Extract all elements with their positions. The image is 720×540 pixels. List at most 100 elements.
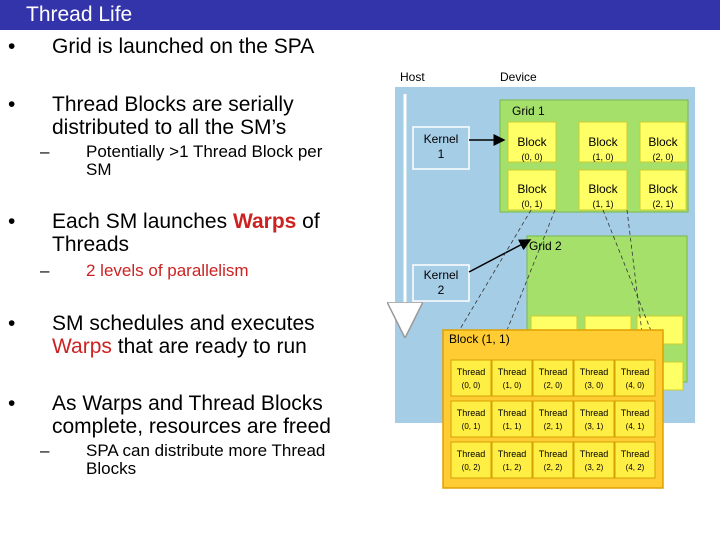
- dash-marker: –: [40, 142, 50, 161]
- thread-coord: (0, 0): [462, 381, 481, 390]
- block-label: Block: [648, 135, 678, 149]
- thread-coord: (1, 1): [503, 422, 522, 431]
- thread-label: Thread: [621, 367, 650, 377]
- thread-coord: (0, 1): [462, 422, 481, 431]
- block-coord: (1, 0): [592, 152, 613, 162]
- block-label: Block: [517, 135, 547, 149]
- block-coord: (2, 1): [652, 199, 673, 209]
- kernel-2-label-line2: 2: [438, 283, 445, 297]
- title-bar: [0, 0, 720, 30]
- device-label: Device: [500, 70, 537, 84]
- thread-label: Thread: [580, 449, 609, 459]
- thread-label: Thread: [457, 367, 486, 377]
- thread-label: Thread: [580, 408, 609, 418]
- bullet-4-line-2: Warps that are ready to run: [52, 335, 307, 358]
- thread-label: Thread: [498, 367, 527, 377]
- thread-coord: (2, 2): [544, 463, 563, 472]
- thread-cell: [491, 359, 533, 397]
- block-coord: (0, 0): [521, 152, 542, 162]
- thread-label: Thread: [621, 408, 650, 418]
- bullet-marker: •: [8, 210, 16, 233]
- thread-coord: (0, 2): [462, 463, 481, 472]
- grid1-block-0-0: [507, 121, 557, 163]
- thread-cell: [614, 400, 656, 438]
- thread-coord: (2, 1): [544, 422, 563, 431]
- bullet-4-line-1: SM schedules and executes: [52, 312, 315, 335]
- thread-cell: [450, 359, 492, 397]
- kernel-1-box: [412, 126, 470, 170]
- bullet-1-text: Grid is launched on the SPA: [52, 35, 315, 58]
- bullet-3-pre: Each SM launches: [52, 210, 233, 233]
- kernel-2-box: [412, 264, 470, 302]
- thread-cell: [491, 400, 533, 438]
- thread-coord: (4, 1): [626, 422, 645, 431]
- sub-bullet-5a-line-1: SPA can distribute more Thread: [86, 441, 326, 460]
- thread-coord: (2, 0): [544, 381, 563, 390]
- kernel-2-arrow: [468, 239, 532, 273]
- sub-bullet-2a-line-1: Potentially >1 Thread Block per: [86, 142, 323, 161]
- thread-grid: Thread(0, 0)Thread(1, 0)Thread(2, 0)Thre…: [450, 359, 656, 479]
- thread-label: Thread: [498, 449, 527, 459]
- thread-coord: (4, 0): [626, 381, 645, 390]
- grid-1-label: Grid 1: [512, 104, 545, 118]
- thread-label: Thread: [539, 408, 568, 418]
- block-label: Block: [648, 182, 678, 196]
- bullet-marker: •: [8, 392, 16, 415]
- thread-coord: (3, 1): [585, 422, 604, 431]
- grid1-block-1-1: [578, 169, 628, 211]
- grid-1-blocks: Block (0, 0) Block (1, 0) Block (2, 0) B…: [507, 121, 687, 211]
- bullet-5-line-2: complete, resources are freed: [52, 415, 331, 438]
- thread-cell: [614, 359, 656, 397]
- thread-label: Thread: [457, 408, 486, 418]
- thread-cell: [532, 400, 574, 438]
- bullet-4-post: that are ready to run: [111, 335, 307, 358]
- thread-coord: (1, 2): [503, 463, 522, 472]
- block-label: Block: [588, 135, 618, 149]
- thread-label: Thread: [498, 408, 527, 418]
- block-detail-label: Block (1, 1): [449, 332, 510, 346]
- thread-label: Thread: [580, 367, 609, 377]
- thread-label: Thread: [621, 449, 650, 459]
- block-label: Block: [517, 182, 547, 196]
- thread-coord: (3, 2): [585, 463, 604, 472]
- block-label: Block: [588, 182, 618, 196]
- block-coord: (0, 1): [521, 199, 542, 209]
- thread-coord: (4, 2): [626, 463, 645, 472]
- bullet-3-line-1: Each SM launches Warps of: [52, 210, 320, 233]
- grid1-block-2-0: [639, 121, 687, 163]
- thread-cell: [573, 441, 615, 479]
- bullet-2-line-2: distributed to all the SM’s: [52, 116, 287, 139]
- kernel-1-label-line1: Kernel: [424, 132, 459, 146]
- thread-cell: [573, 359, 615, 397]
- sub-bullet-2a-line-2: SM: [86, 160, 112, 179]
- thread-cell: [573, 400, 615, 438]
- thread-label: Thread: [457, 449, 486, 459]
- block-coord: (1, 1): [592, 199, 613, 209]
- bullet-marker: •: [8, 312, 16, 335]
- host-label: Host: [400, 70, 425, 84]
- grid-2-label: Grid 2: [529, 239, 562, 253]
- sub-bullet-5a-line-2: Blocks: [86, 459, 137, 478]
- slide-title: Thread Life: [26, 3, 133, 26]
- thread-cell: [532, 441, 574, 479]
- warps-highlight: Warps: [52, 335, 112, 358]
- bullet-3-post: of: [296, 210, 320, 233]
- block-coord: (2, 0): [652, 152, 673, 162]
- thread-label: Thread: [539, 367, 568, 377]
- bullet-2-line-1: Thread Blocks are serially: [52, 93, 294, 116]
- warps-highlight: Warps: [232, 210, 297, 233]
- thread-cell: [614, 441, 656, 479]
- bullet-marker: •: [8, 35, 16, 58]
- grid1-block-1-0: [578, 121, 628, 163]
- thread-cell: [450, 441, 492, 479]
- thread-coord: (3, 0): [585, 381, 604, 390]
- dash-marker: –: [40, 441, 50, 460]
- kernel-1-label-line2: 1: [438, 147, 445, 161]
- sub-bullet-3a-text: 2 levels of parallelism: [86, 261, 249, 280]
- bullet-3-line-2: Threads: [52, 233, 130, 256]
- dash-marker: –: [40, 261, 50, 280]
- thread-cell: [532, 359, 574, 397]
- grid1-block-2-1: [639, 169, 687, 211]
- thread-cell: [491, 441, 533, 479]
